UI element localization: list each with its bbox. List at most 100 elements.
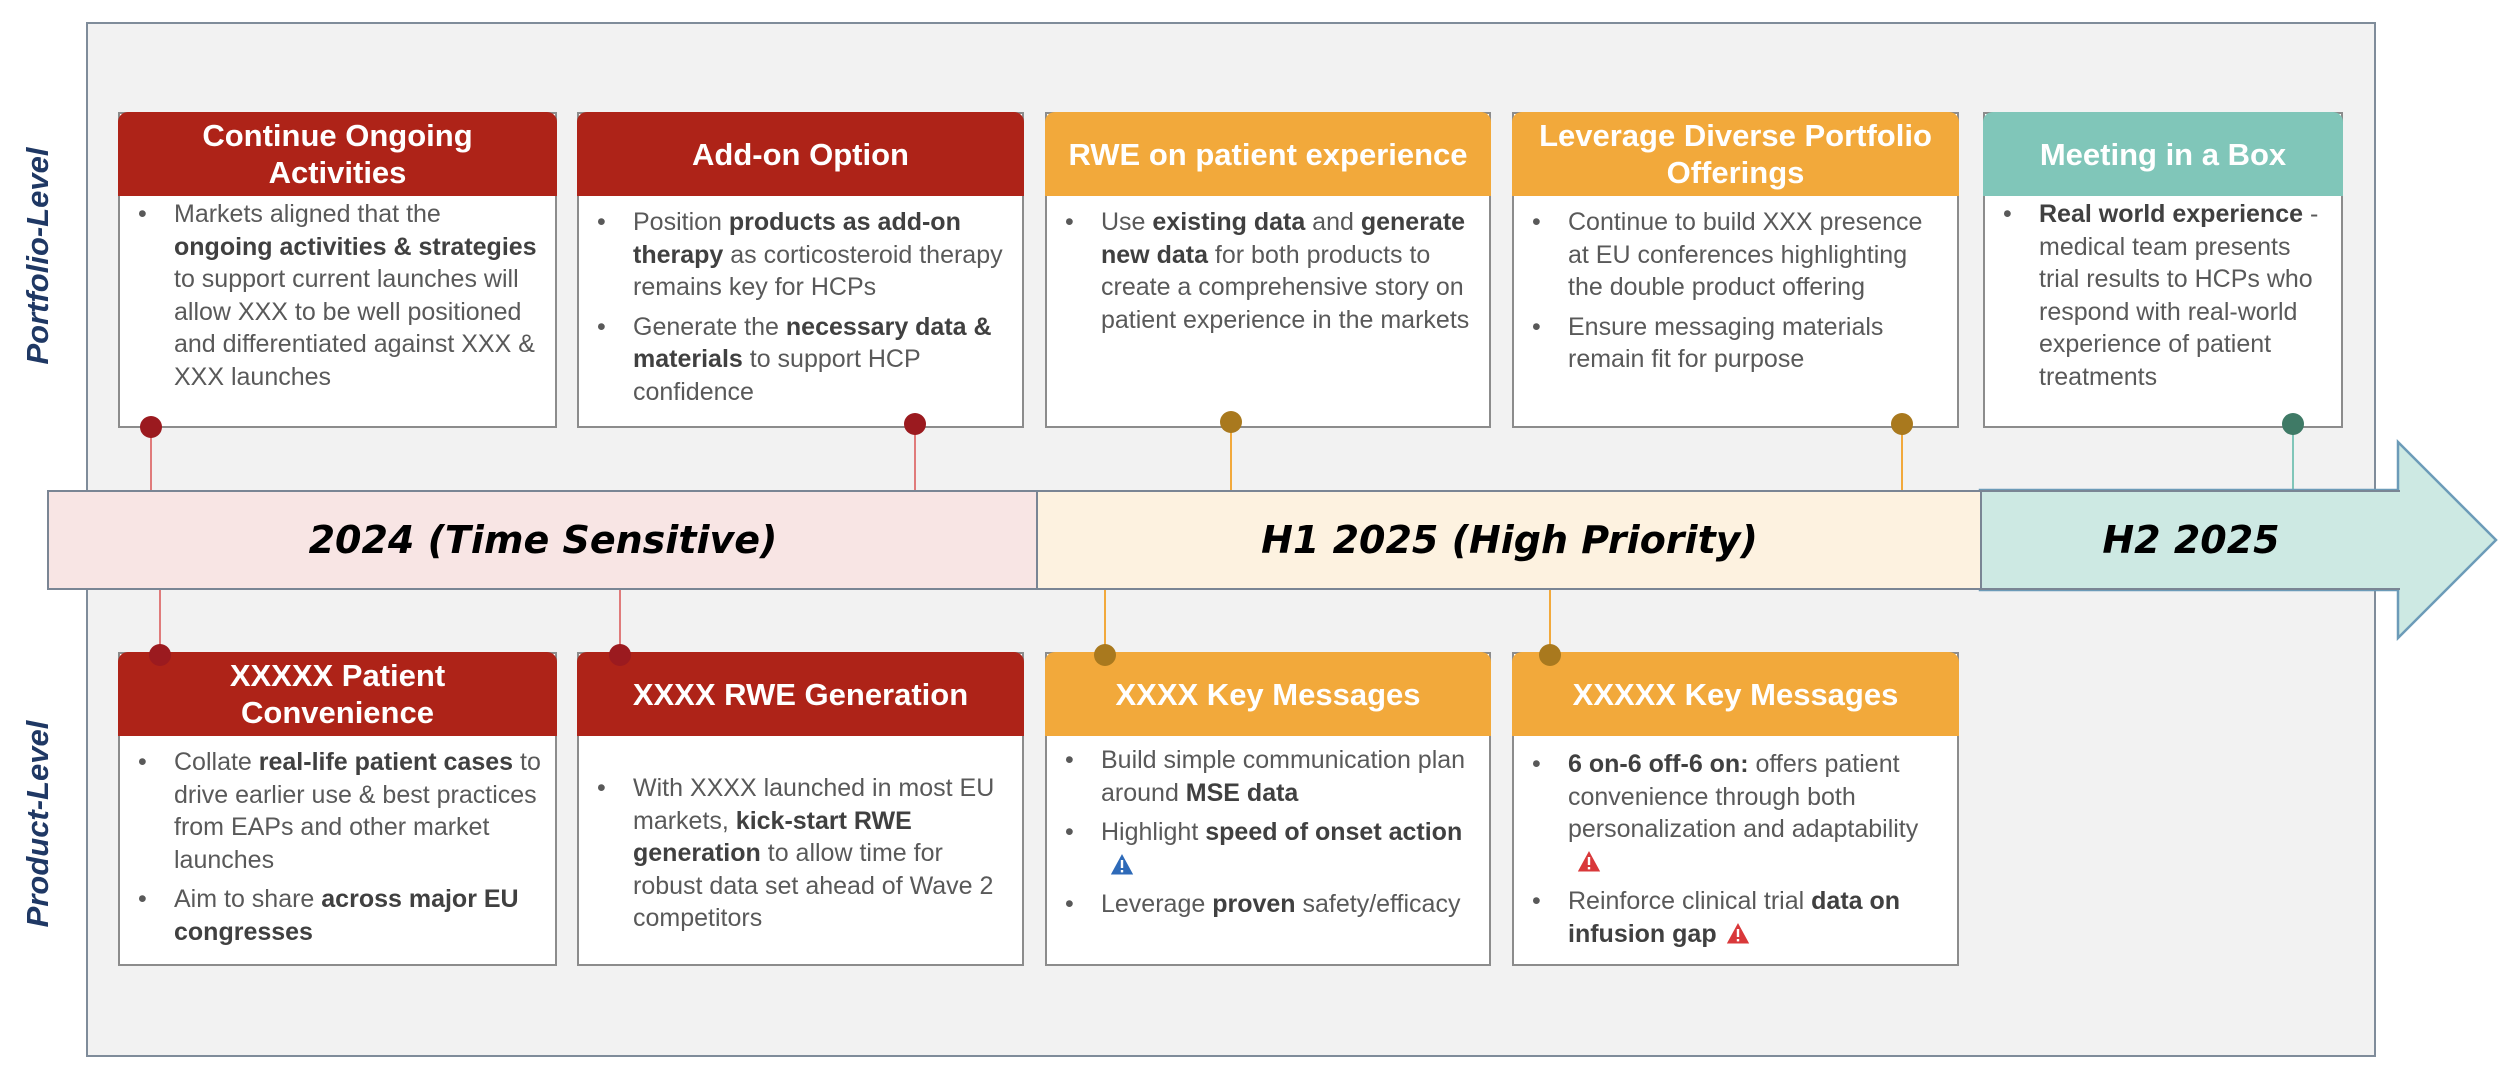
bullet-text: Position xyxy=(633,208,729,236)
bullet-item: Leverage proven safety/efficacy xyxy=(1065,888,1475,921)
card-body: Collate real-life patient cases to drive… xyxy=(120,736,555,964)
bullet-emphasis: proven xyxy=(1212,890,1296,918)
card-body: Build simple communication plan around M… xyxy=(1047,736,1489,964)
bullet-emphasis: existing data xyxy=(1152,208,1306,236)
bullet-text: to drive earlier use & best practices fr… xyxy=(174,748,541,874)
timeline-marker-dot xyxy=(2282,413,2304,435)
card-body: With XXXX launched in most EU markets, k… xyxy=(579,736,1022,964)
product-level-label: Product-Level xyxy=(20,720,55,928)
timeline-connector xyxy=(1104,590,1106,655)
bullet-text: Highlight xyxy=(1101,818,1206,846)
card-body: Real world experience - medical team pre… xyxy=(1985,196,2341,426)
bullet-emphasis: 6 on-6 off-6 on: xyxy=(1568,750,1749,778)
bullet-list: Markets aligned that the ongoing activit… xyxy=(134,198,541,393)
bullet-text: to allow time for robust data set ahead … xyxy=(633,839,994,932)
bullet-emphasis: generate new data xyxy=(1101,208,1466,269)
card-title: Meeting in a Box xyxy=(1983,112,2343,196)
timeline-marker-dot xyxy=(1094,644,1116,666)
card-body: Use existing data and generate new data … xyxy=(1047,196,1489,426)
card-body: Continue to build XXX presence at EU con… xyxy=(1514,196,1957,426)
bullet-emphasis: MSE data xyxy=(1185,778,1299,807)
bullet-text: Generate the xyxy=(633,312,786,341)
bullet-item: Collate real-life patient cases to drive… xyxy=(138,746,541,876)
card-body: Position products as add-on therapy as c… xyxy=(579,196,1022,426)
timeline-marker-dot xyxy=(904,413,926,435)
bullet-item: With XXXX launched in most EU markets, k… xyxy=(597,772,1008,935)
segment-label: H2 2025 xyxy=(2102,518,2280,562)
bullet-text: as corticosteroid therapy remains key fo… xyxy=(633,240,1003,302)
bullet-text: for both products to create a comprehens… xyxy=(1101,240,1470,334)
card-body: Markets aligned that the ongoing activit… xyxy=(120,196,555,426)
bullet-text: Leverage xyxy=(1101,890,1213,918)
info-triangle-icon xyxy=(1109,851,1135,875)
bullet-text: to support HCP confidence xyxy=(633,345,921,406)
card-rwe-generation: XXXX RWE Generation With XXXX launched i… xyxy=(577,652,1024,966)
card-continue-ongoing-activities: Continue Ongoing Activities Markets alig… xyxy=(118,112,557,428)
bullet-item: Ensure messaging materials remain fit fo… xyxy=(1532,311,1943,376)
bullet-item: Build simple communication plan around M… xyxy=(1065,744,1475,809)
card-leverage-portfolio-offerings: Leverage Diverse Portfolio Offerings Con… xyxy=(1512,112,1959,428)
timeline-connector xyxy=(619,590,621,655)
bullet-text: Ensure messaging materials remain fit fo… xyxy=(1568,312,1884,374)
bullet-emphasis: ongoing activities & strategies xyxy=(174,232,537,261)
bullet-item: Reinforce clinical trial data on infusio… xyxy=(1532,885,1943,950)
card-title: XXXXX Key Messages xyxy=(1512,652,1959,736)
warning-triangle-icon xyxy=(1724,920,1751,944)
bullet-text: - medical team presents trial results to… xyxy=(2039,200,2319,391)
card-title: XXXX Key Messages xyxy=(1045,652,1491,736)
bullet-text: Continue to build XXX presence at EU con… xyxy=(1568,208,1923,301)
timeline-connector xyxy=(1549,590,1551,655)
bullet-list: Build simple communication plan around M… xyxy=(1061,744,1475,921)
bullet-list: 6 on-6 off-6 on: offers patient convenie… xyxy=(1528,748,1943,950)
bullet-text: Collate xyxy=(174,748,259,776)
bullet-list: Position products as add-on therapy as c… xyxy=(593,206,1008,408)
bullet-text: Markets aligned that the xyxy=(174,200,441,228)
bullet-text: Reinforce clinical trial xyxy=(1568,887,1812,915)
bullet-text: to support current launches will allow X… xyxy=(174,265,535,391)
timeline-connector xyxy=(1230,423,1232,490)
card-title: Leverage Diverse Portfolio Offerings xyxy=(1512,112,1959,196)
timeline-marker-dot xyxy=(1220,411,1242,433)
card-xxxx-key-messages: XXXX Key Messages Build simple communica… xyxy=(1045,652,1491,966)
timeline-connector xyxy=(914,425,916,490)
bullet-emphasis: real-life patient cases xyxy=(258,748,514,776)
bullet-emphasis: speed of onset action xyxy=(1205,818,1463,846)
timeline-connector xyxy=(1901,425,1903,490)
bullet-text: Aim to share xyxy=(174,885,322,913)
segment-label: H1 2025 (High Priority) xyxy=(1261,518,1758,562)
card-title: XXXXX Patient Convenience xyxy=(118,652,557,736)
bullet-text: offers patient convenience through both … xyxy=(1568,750,1919,843)
card-rwe-patient-experience: RWE on patient experience Use existing d… xyxy=(1045,112,1491,428)
timeline-marker-dot xyxy=(609,644,631,666)
bullet-list: With XXXX launched in most EU markets, k… xyxy=(593,772,1008,935)
bullet-item: Markets aligned that the ongoing activit… xyxy=(138,198,541,393)
bullet-item: Use existing data and generate new data … xyxy=(1065,206,1475,336)
bullet-emphasis: Real world experience xyxy=(2039,200,2304,228)
timeline-segment-2024: 2024 (Time Sensitive) xyxy=(47,490,1037,590)
timeline-marker-dot xyxy=(1891,413,1913,435)
bullet-list: Real world experience - medical team pre… xyxy=(1999,198,2327,393)
card-title: Add-on Option xyxy=(577,112,1024,196)
bullet-emphasis: across major EU congresses xyxy=(174,885,519,946)
card-body: 6 on-6 off-6 on: offers patient convenie… xyxy=(1514,736,1957,964)
bullet-text: Build simple communication plan around xyxy=(1101,746,1466,807)
timeline-connector xyxy=(159,590,161,655)
card-xxxxx-key-messages: XXXXX Key Messages 6 on-6 off-6 on: offe… xyxy=(1512,652,1959,966)
bullet-item: Real world experience - medical team pre… xyxy=(2003,198,2327,393)
segment-label: 2024 (Time Sensitive) xyxy=(308,518,778,562)
bullet-text: With XXXX launched in most EU markets, xyxy=(633,774,995,835)
timeline-marker-dot xyxy=(140,416,162,438)
bullet-item: Position products as add-on therapy as c… xyxy=(597,206,1008,304)
warning-triangle-icon xyxy=(1576,848,1602,872)
card-patient-convenience: XXXXX Patient Convenience Collate real-l… xyxy=(118,652,557,966)
card-title: RWE on patient experience xyxy=(1045,112,1491,196)
portfolio-level-label: Portfolio-Level xyxy=(20,147,55,365)
bullet-list: Continue to build XXX presence at EU con… xyxy=(1528,206,1943,376)
bullet-emphasis: necessary data & materials xyxy=(633,312,992,374)
timeline-segment-h1-2025: H1 2025 (High Priority) xyxy=(1036,490,1981,590)
bullet-emphasis: data on infusion gap xyxy=(1568,887,1901,948)
card-meeting-in-a-box: Meeting in a Box Real world experience -… xyxy=(1983,112,2343,428)
bullet-emphasis: products as add-on therapy xyxy=(633,208,961,269)
bullet-text: and xyxy=(1305,208,1361,236)
bullet-item: Highlight speed of onset action xyxy=(1065,816,1475,881)
